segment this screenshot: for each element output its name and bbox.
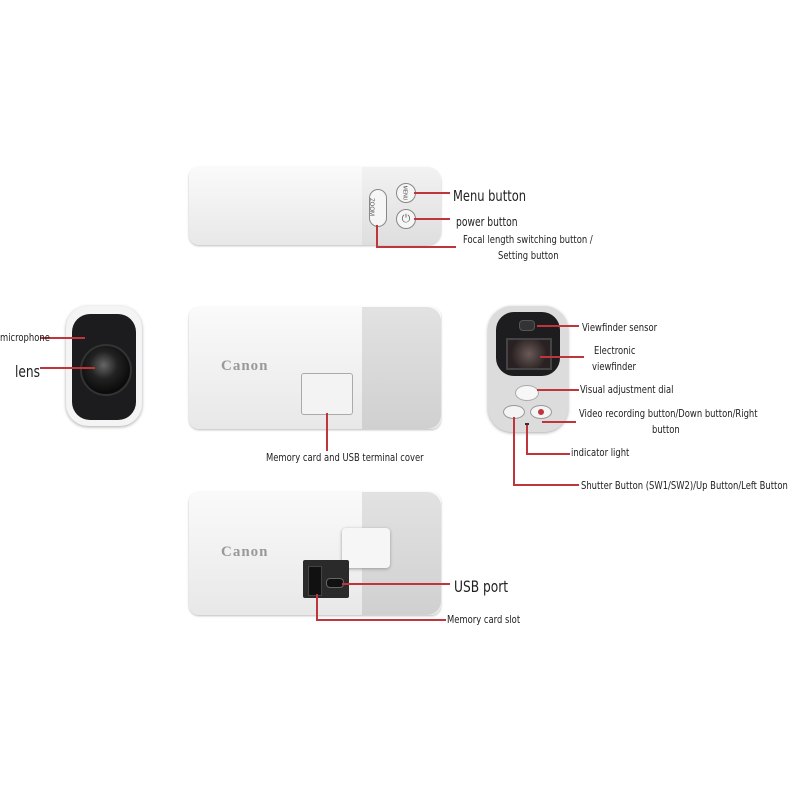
label-memory-cover: Memory card and USB terminal cover xyxy=(266,451,424,464)
label-focal-length-1: Focal length switching button / xyxy=(463,233,593,246)
brand-logo: Canon xyxy=(221,358,269,374)
label-menu-button: Menu button xyxy=(453,187,526,205)
brand-logo-2: Canon xyxy=(221,544,269,560)
visual-adjustment-dial xyxy=(515,385,539,401)
label-video-2: button xyxy=(652,423,680,436)
label-visual-dial: Visual adjustment dial xyxy=(580,383,674,396)
label-indicator: indicator light xyxy=(571,446,630,459)
open-cover xyxy=(342,528,390,568)
label-memory-slot: Memory card slot xyxy=(447,613,521,626)
power-button: ⏻ xyxy=(396,209,416,229)
menu-button: MENU xyxy=(396,183,416,203)
label-evf-1: Electronic xyxy=(594,344,636,357)
label-video-1: Video recording button/Down button/Right xyxy=(579,407,758,420)
label-shutter: Shutter Button (SW1/SW2)/Up Button/Left … xyxy=(581,479,788,492)
zoom-button-text: ZOOM xyxy=(368,198,374,216)
label-power-button: power button xyxy=(456,215,518,229)
memory-card-slot xyxy=(308,566,322,596)
indicator-light xyxy=(525,423,529,425)
viewfinder-sensor xyxy=(519,320,535,331)
label-usb-port: USB port xyxy=(454,577,509,596)
menu-button-text: MENU xyxy=(401,185,408,201)
label-lens: lens xyxy=(15,362,41,381)
video-record-button xyxy=(530,405,552,419)
electronic-viewfinder xyxy=(506,338,552,370)
label-viewfinder-sensor: Viewfinder sensor xyxy=(582,321,658,334)
label-focal-length-2: Setting button xyxy=(498,249,559,262)
zoom-button: ZOOM xyxy=(368,189,387,227)
label-evf-2: viewfinder xyxy=(592,360,636,373)
label-microphone: microphone xyxy=(0,331,50,344)
memory-card-cover xyxy=(301,373,353,415)
lens xyxy=(80,344,132,396)
